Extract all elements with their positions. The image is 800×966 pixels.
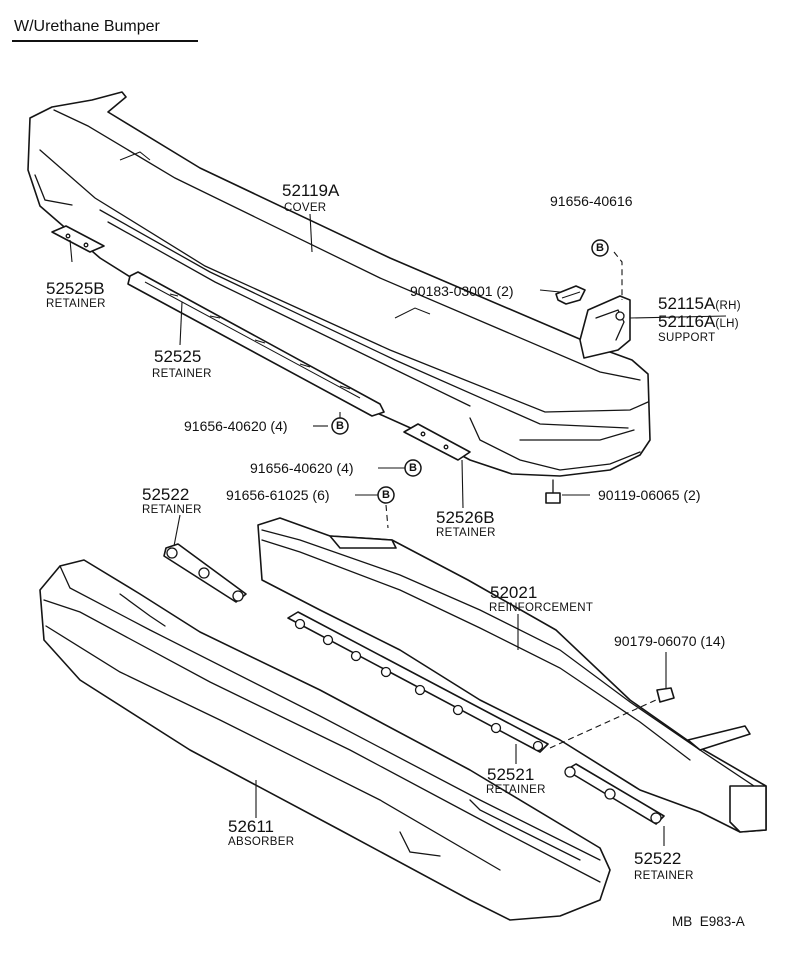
retainer-52526b — [403, 423, 471, 461]
retainer-52526b-name: RETAINER — [436, 527, 496, 539]
retainer-52522-top-number: 52522 — [142, 485, 189, 504]
absorber — [39, 559, 611, 921]
retainer-52525b-number: 52525B — [46, 279, 105, 298]
retainer-52525b — [51, 225, 105, 253]
support-lh: 52116A(LH) — [658, 312, 739, 331]
bolt-4a-number: 91656-40620 (4) — [184, 418, 288, 434]
nut-90179 — [656, 687, 675, 703]
leader-cover — [309, 213, 313, 253]
support-rh: 52115A(RH) — [658, 294, 741, 313]
svg-text:B: B — [409, 462, 417, 474]
bolt-badge-4b: B — [404, 459, 422, 477]
retainer-52525 — [127, 271, 385, 417]
retainer-52522-bottom-name: RETAINER — [634, 870, 694, 882]
support-name: SUPPORT — [658, 332, 715, 344]
dash-bolt-top — [613, 251, 623, 300]
reinforcement — [257, 517, 767, 833]
absorber-name: ABSORBER — [228, 836, 294, 848]
bolt-90119-number: 90119-06065 (2) — [598, 487, 700, 503]
retainer-52522-top-name: RETAINER — [142, 504, 202, 516]
retainer-52521 — [287, 611, 549, 753]
retainer-52522-bottom — [564, 763, 665, 825]
cover-name: COVER — [284, 202, 326, 214]
bolt-top-number: 91656-40616 — [550, 193, 633, 209]
clip-number: 90183-03001 (2) — [410, 283, 514, 299]
retainer-52526b-number: 52526B — [436, 508, 495, 527]
absorber-number: 52611 — [228, 817, 274, 836]
reinforcement-number: 52021 — [490, 583, 537, 602]
bolt-90119 — [545, 479, 561, 504]
bumper-cover — [27, 91, 651, 477]
leader-support — [629, 315, 727, 319]
svg-text:B: B — [382, 489, 390, 501]
retainer-52525-number: 52525 — [154, 347, 201, 366]
clip-part — [555, 285, 586, 305]
retainer-52525-name: RETAINER — [152, 368, 212, 380]
support-bracket — [579, 295, 631, 359]
bolt-badge-top: B — [591, 239, 609, 257]
retainer-52521-name: RETAINER — [486, 784, 546, 796]
reinforcement-name: REINFORCEMENT — [489, 602, 593, 614]
diagram-title: W/Urethane Bumper — [14, 18, 161, 35]
bolt-badge-4a: B — [331, 417, 349, 435]
footer-code: MB E983-A — [672, 914, 745, 929]
leader-52525b — [69, 239, 73, 263]
retainer-52525b-name: RETAINER — [46, 298, 106, 310]
dash-bolt-6 — [385, 504, 389, 529]
retainer-52521-number: 52521 — [487, 765, 534, 784]
bolt-4b-number: 91656-40620 (4) — [250, 460, 354, 476]
bolt-6-number: 91656-61025 (6) — [226, 487, 330, 503]
svg-text:B: B — [336, 420, 344, 432]
svg-text:B: B — [596, 242, 604, 254]
retainer-52522-bottom-number: 52522 — [634, 849, 681, 868]
nut-90179-number: 90179-06070 (14) — [614, 633, 725, 649]
leader-52525 — [179, 301, 183, 346]
cover-number: 52119A — [282, 181, 340, 200]
leader-52526b — [461, 459, 464, 509]
bolt-badge-6: B — [377, 486, 395, 504]
retainer-52522-top — [163, 543, 247, 603]
leader-clip — [539, 289, 561, 293]
leader-52522-top — [173, 514, 181, 547]
